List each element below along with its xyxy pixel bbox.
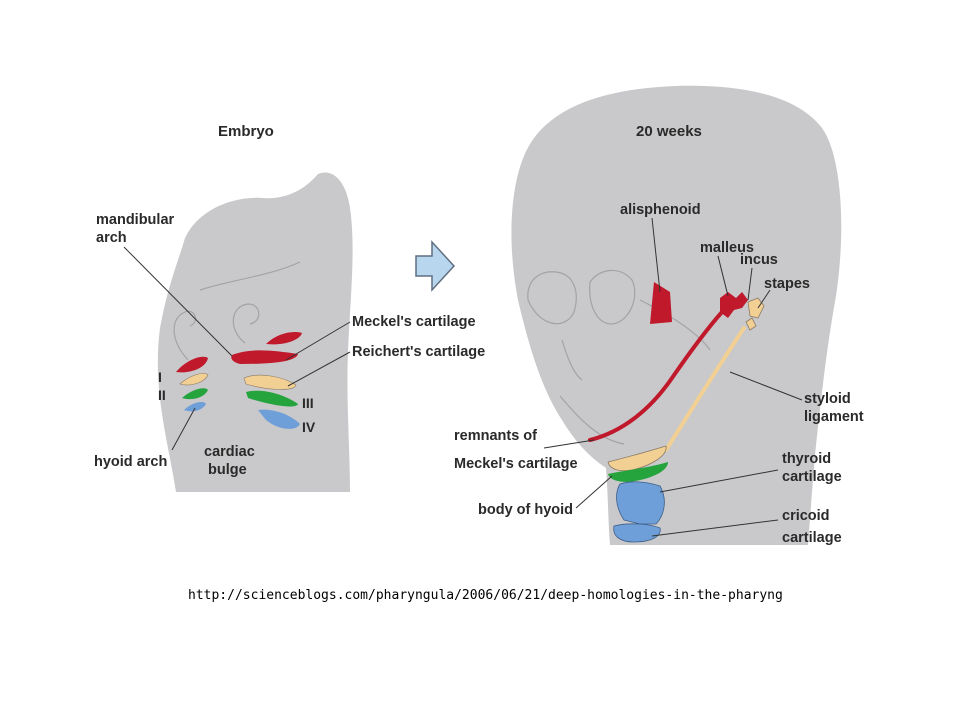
label-mandibular-1: mandibular: [96, 212, 175, 228]
label-cardiac-1: cardiac: [204, 444, 255, 460]
embryo-meckel-upper: [266, 332, 302, 345]
label-roman-4: IV: [302, 419, 316, 435]
embryo-eye-contour: [173, 310, 197, 361]
styloid-ligament-shape: [664, 326, 746, 452]
embryo-brain-contour: [199, 261, 301, 291]
label-cricoid-1: cricoid: [782, 508, 830, 524]
label-thyroid-2: cartilage: [782, 469, 842, 485]
embryo-silhouette: [157, 172, 353, 493]
embryo-arch2-left: [179, 373, 209, 386]
cheek-contour: [639, 299, 711, 351]
malleus-shape: [720, 292, 748, 318]
leader-reichert: [287, 351, 351, 387]
leader-styloid: [729, 371, 803, 401]
label-reichert: Reichert's cartilage: [352, 344, 485, 360]
label-remnants-2: Meckel's cartilage: [454, 456, 578, 472]
cricoid-cartilage-shape: [613, 523, 661, 543]
label-remnants-1: remnants of: [454, 428, 537, 444]
source-url: http://scienceblogs.com/pharyngula/2006/…: [188, 588, 783, 603]
leader-hyoid-arch: [171, 407, 196, 451]
alisphenoid-shape: [650, 282, 672, 324]
leader-remnants: [543, 439, 595, 449]
embryo-arch3-right: [246, 390, 298, 407]
leader-thyroid: [659, 469, 779, 493]
label-cardiac-2: bulge: [208, 462, 247, 478]
adult-title: 20 weeks: [636, 123, 702, 140]
label-malleus: malleus: [700, 240, 754, 256]
embryo-ear-contour: [232, 303, 260, 344]
leader-alisphenoid: [651, 217, 661, 293]
embryo-arch2-right: [243, 374, 297, 390]
label-roman-1: I: [158, 369, 162, 385]
leader-mandibular: [123, 246, 233, 357]
label-styloid-2: ligament: [804, 409, 864, 425]
arrow-icon: [415, 240, 456, 292]
label-body-hyoid: body of hyoid: [478, 502, 573, 518]
leader-stapes: [757, 289, 771, 309]
embryo-arch1-right: [231, 350, 298, 364]
leader-body-hyoid: [575, 475, 613, 509]
label-thyroid-1: thyroid: [782, 451, 831, 467]
embryo-arch3-left: [182, 388, 208, 400]
hyoid-green: [608, 462, 668, 482]
label-roman-2: II: [158, 387, 166, 403]
orbit-outer-contour: [589, 269, 636, 325]
label-cricoid-2: cartilage: [782, 530, 842, 546]
label-mandibular-2: arch: [96, 230, 127, 246]
leader-cricoid: [651, 519, 779, 537]
label-meckel-embryo: Meckel's cartilage: [352, 314, 476, 330]
label-alisphenoid: alisphenoid: [620, 202, 701, 218]
embryo-panel: [123, 172, 353, 493]
label-stapes: stapes: [764, 276, 810, 292]
meckel-remnant: [588, 310, 724, 442]
thyroid-cartilage-shape: [616, 481, 665, 525]
leader-meckel-embryo: [285, 321, 351, 361]
embryo-arch1-left: [176, 356, 208, 373]
hyoid-tan: [607, 445, 667, 472]
leader-malleus: [717, 255, 729, 297]
label-roman-3: III: [302, 395, 314, 411]
nose-contour: [561, 339, 583, 381]
adult-panel: [511, 85, 842, 546]
stapes-shape: [745, 317, 757, 331]
jaw-contour: [559, 395, 625, 445]
embryo-arch4-left: [184, 402, 206, 412]
incus-shape: [747, 297, 765, 319]
eye-orbit-contour: [527, 271, 577, 325]
embryo-arch4-right: [258, 409, 300, 429]
embryo-title: Embryo: [218, 123, 274, 140]
leader-incus: [747, 267, 753, 301]
label-incus: incus: [740, 252, 778, 268]
label-hyoid-arch: hyoid arch: [94, 454, 167, 470]
label-styloid-1: styloid: [804, 391, 851, 407]
